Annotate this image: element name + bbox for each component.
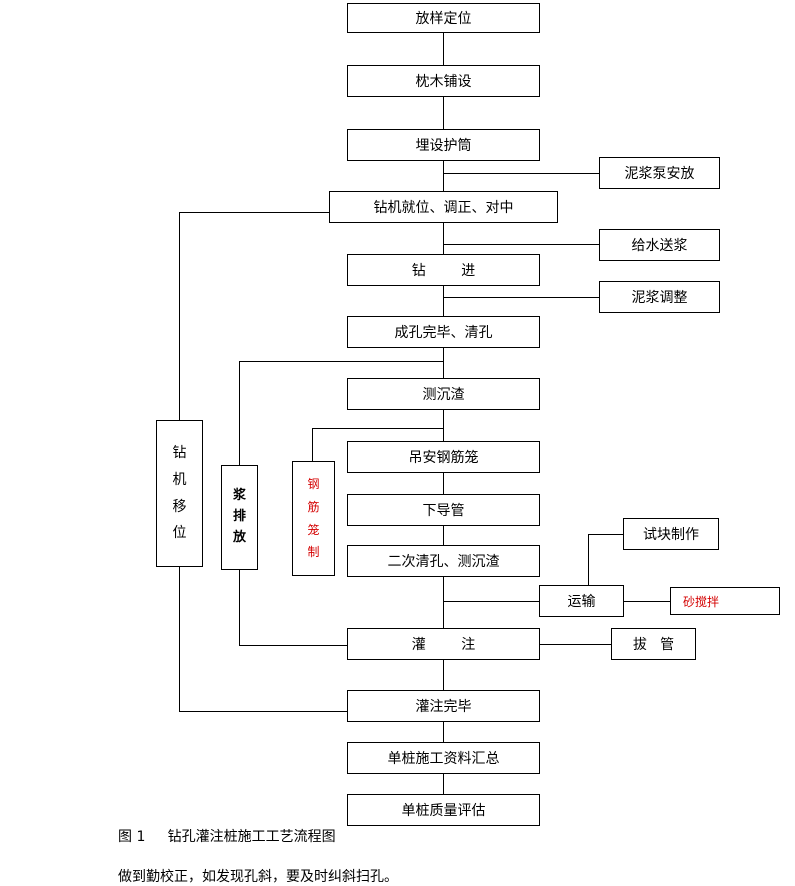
vbox-slurry-char-3: 放 [232, 529, 246, 545]
connector-mud-adjust [443, 297, 600, 299]
step-cage-install: 吊安钢筋笼 [347, 441, 540, 473]
side-mud-adjust: 泥浆调整 [599, 281, 720, 313]
side-water: 给水送浆 [599, 229, 720, 261]
vbox-cage-char-3: 笼 [307, 522, 320, 537]
step-sediment-test: 测沉渣 [347, 378, 540, 410]
figure-caption: 图 1 钻孔灌注桩施工工艺流程图 [118, 829, 336, 845]
vbox-cage-char-2: 筋 [307, 499, 320, 514]
side-mud-pump: 泥浆泵安放 [599, 157, 720, 189]
connector-water [443, 244, 600, 246]
vbox-rig-move: 钻 机 移 位 [156, 420, 203, 567]
vbox-rig-move-char-3: 移 [172, 498, 187, 515]
vbox-rig-move-char-4: 位 [172, 525, 187, 542]
step-drilling: 钻 进 [347, 254, 540, 286]
connector-test-block-h [588, 534, 624, 536]
step-hole-complete: 成孔完毕、清孔 [347, 316, 540, 348]
loop-slurry-top [239, 361, 444, 363]
vbox-cage-char-1: 钢 [307, 476, 320, 491]
loop-cage-top [312, 428, 444, 430]
body-text: 做到勤校正，如发现孔斜，要及时纠斜扫孔。 [118, 869, 398, 885]
connector-transport [443, 601, 540, 603]
step-second-clean: 二次清孔、测沉渣 [347, 545, 540, 577]
step-rig-position: 钻机就位、调正、对中 [329, 191, 558, 223]
step-pouring: 灌 注 [347, 628, 540, 660]
step-records: 单桩施工资料汇总 [347, 742, 540, 774]
vbox-rig-move-char-2: 机 [172, 471, 187, 488]
vbox-slurry-discharge: 浆 排 放 [221, 465, 258, 570]
side-test-block: 试块制作 [623, 518, 719, 550]
loop-cage-left [312, 428, 314, 462]
step-pour-complete: 灌注完毕 [347, 690, 540, 722]
loop-slurry-bottom [239, 645, 348, 647]
step-lofting: 放样定位 [347, 3, 540, 33]
vbox-cage-char-4: 制 [307, 545, 320, 560]
side-pull-pipe: 拔 管 [611, 628, 696, 660]
main-spine-line [443, 32, 445, 795]
vbox-slurry-char-2: 排 [232, 509, 246, 525]
loop-rig-top [179, 212, 330, 214]
connector-pull-pipe [539, 644, 612, 646]
connector-transport-mixing [624, 601, 671, 603]
connector-test-block-v [588, 534, 590, 586]
vbox-cage-making: 钢 筋 笼 制 [292, 461, 335, 576]
side-mixing: 砂搅拌 [670, 587, 780, 615]
connector-mud-pump [443, 173, 600, 175]
vbox-slurry-char-1: 浆 [232, 488, 246, 504]
side-transport: 运输 [539, 585, 624, 617]
step-sleepers: 枕木铺设 [347, 65, 540, 97]
loop-rig-bottom [179, 711, 348, 713]
step-quality: 单桩质量评估 [347, 794, 540, 826]
vbox-rig-move-char-1: 钻 [172, 445, 187, 462]
step-tremie: 下导管 [347, 494, 540, 526]
step-casing: 埋设护筒 [347, 129, 540, 161]
